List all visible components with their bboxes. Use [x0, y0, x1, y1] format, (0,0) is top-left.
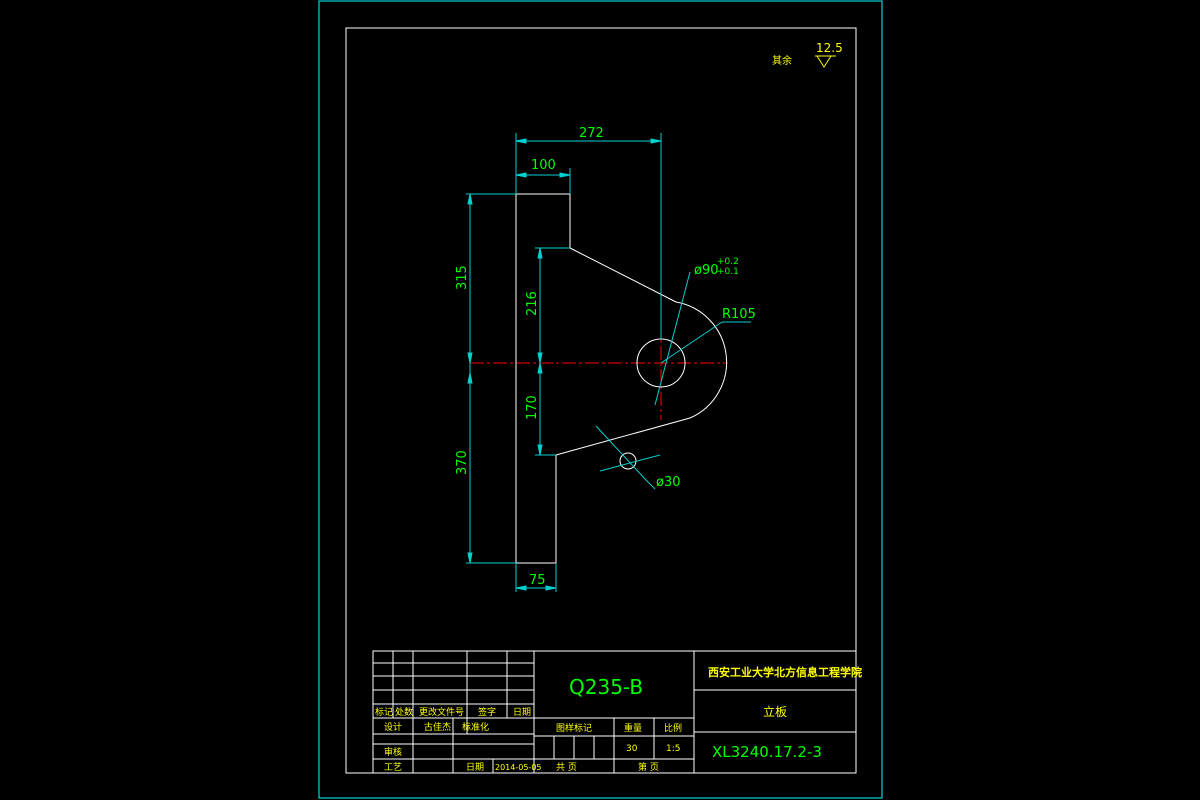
rev-header-sign: 签字	[478, 706, 496, 718]
centerlines	[470, 300, 728, 420]
dim-height-lower: 370	[455, 450, 470, 475]
scale-value: 1:5	[666, 744, 680, 754]
outer-frame	[318, 0, 883, 799]
standardize-label: 标准化	[462, 721, 489, 733]
check-label: 审核	[384, 746, 402, 758]
roughness-symbol-icon	[815, 55, 836, 68]
designer-name: 古佳杰	[424, 721, 451, 733]
dimension-lines	[467, 138, 751, 591]
roughness-label: 其余	[772, 54, 792, 67]
revision-headers: 标记 处数 更改文件号 签字 日期	[375, 706, 531, 718]
part-name: 立板	[763, 704, 787, 719]
rev-header-date: 日期	[513, 707, 531, 718]
dim-hole-dia: ø90	[694, 263, 719, 278]
dim-hole-tol-lower: +0.1	[717, 267, 739, 277]
title-block	[372, 650, 857, 774]
extension-lines	[466, 133, 662, 592]
dim-small-hole: ø30	[656, 475, 681, 490]
rev-header-count: 处数	[395, 706, 413, 718]
date-label: 日期	[466, 762, 484, 773]
weight-label: 重量	[624, 722, 642, 734]
dim-hole-tol-upper: +0.2	[717, 257, 739, 267]
signature-labels: 设计 古佳杰 标准化 审核 工艺 日期 2014-05-05 图样标记 重量 比…	[384, 721, 682, 773]
material: Q235-B	[569, 675, 643, 699]
sheet-total: 共 页	[556, 762, 577, 773]
date-value: 2014-05-05	[495, 763, 542, 772]
process-label: 工艺	[384, 762, 402, 773]
dim-height-216: 216	[525, 291, 540, 316]
drawing-number: XL3240.17.2-3	[712, 743, 822, 761]
rev-header-mark: 标记	[375, 706, 393, 718]
school-name: 西安工业大学北方信息工程学院	[708, 665, 862, 679]
dim-width-bottom: 75	[529, 573, 546, 588]
roughness-value: 12.5	[816, 41, 843, 55]
sheet-number: 第 页	[638, 761, 659, 773]
dim-width-top: 100	[531, 158, 556, 173]
stage-label: 图样标记	[556, 722, 592, 734]
rev-header-doc: 更改文件号	[419, 706, 464, 718]
dim-height-upper: 315	[455, 265, 470, 290]
dim-height-170: 170	[525, 395, 540, 420]
dim-radius: R105	[722, 307, 756, 322]
design-label: 设计	[384, 721, 402, 733]
dim-width-total: 272	[579, 126, 604, 141]
part-outline	[515, 193, 728, 564]
weight-value: 30	[626, 744, 638, 754]
scale-label: 比例	[664, 722, 682, 734]
